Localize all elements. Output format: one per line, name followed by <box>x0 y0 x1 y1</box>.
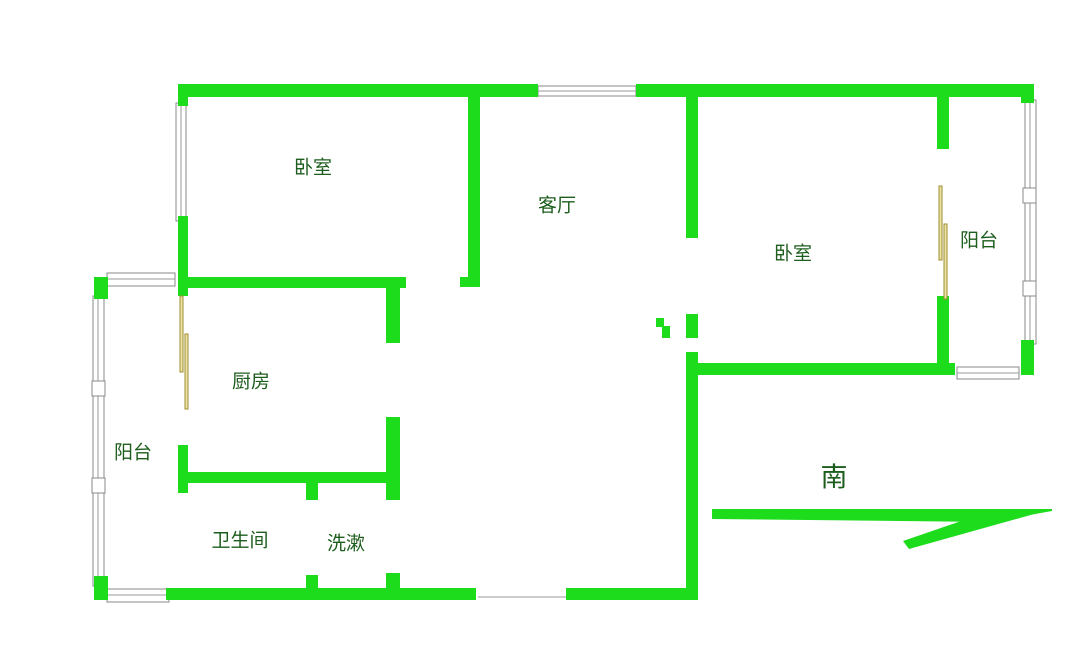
wall <box>636 84 1034 97</box>
door-balcony-right <box>938 185 943 261</box>
room-label-bathroom: 卫生间 <box>211 529 269 552</box>
wall <box>566 588 698 600</box>
wall <box>178 277 406 288</box>
door-kitchen <box>179 295 184 373</box>
doors <box>179 185 948 410</box>
wall <box>386 417 400 500</box>
room-label-living-room: 客厅 <box>537 194 577 217</box>
wall <box>698 363 955 375</box>
south-arrow-icon <box>712 509 1052 549</box>
wall <box>656 318 664 327</box>
wall <box>94 277 108 299</box>
wall <box>937 296 949 375</box>
wall <box>178 84 538 97</box>
wall <box>178 84 188 106</box>
wall <box>306 483 318 500</box>
wall <box>686 84 698 238</box>
wall <box>178 216 188 296</box>
wall <box>94 576 108 600</box>
room-label-washroom: 洗漱 <box>326 532 366 555</box>
compass-label: 南 <box>820 462 848 494</box>
walls <box>94 84 1034 600</box>
windows <box>91 85 1037 603</box>
wall <box>166 588 476 600</box>
wall <box>178 445 188 493</box>
wall <box>386 277 400 343</box>
wall <box>1021 340 1034 375</box>
room-label-bedroom-left: 卧室 <box>293 156 333 179</box>
wall <box>386 573 400 588</box>
wall <box>468 84 480 287</box>
wall <box>178 472 400 483</box>
room-label-bedroom-right: 卧室 <box>773 242 813 265</box>
wall <box>686 352 698 600</box>
wall <box>937 84 949 149</box>
room-label-balcony-right: 阳台 <box>959 229 999 252</box>
wall <box>686 314 698 338</box>
wall <box>662 326 670 338</box>
wall <box>306 575 318 588</box>
wall <box>460 277 480 287</box>
room-label-kitchen: 厨房 <box>231 370 271 393</box>
wall <box>1021 84 1034 103</box>
room-label-balcony-left: 阳台 <box>113 441 153 464</box>
